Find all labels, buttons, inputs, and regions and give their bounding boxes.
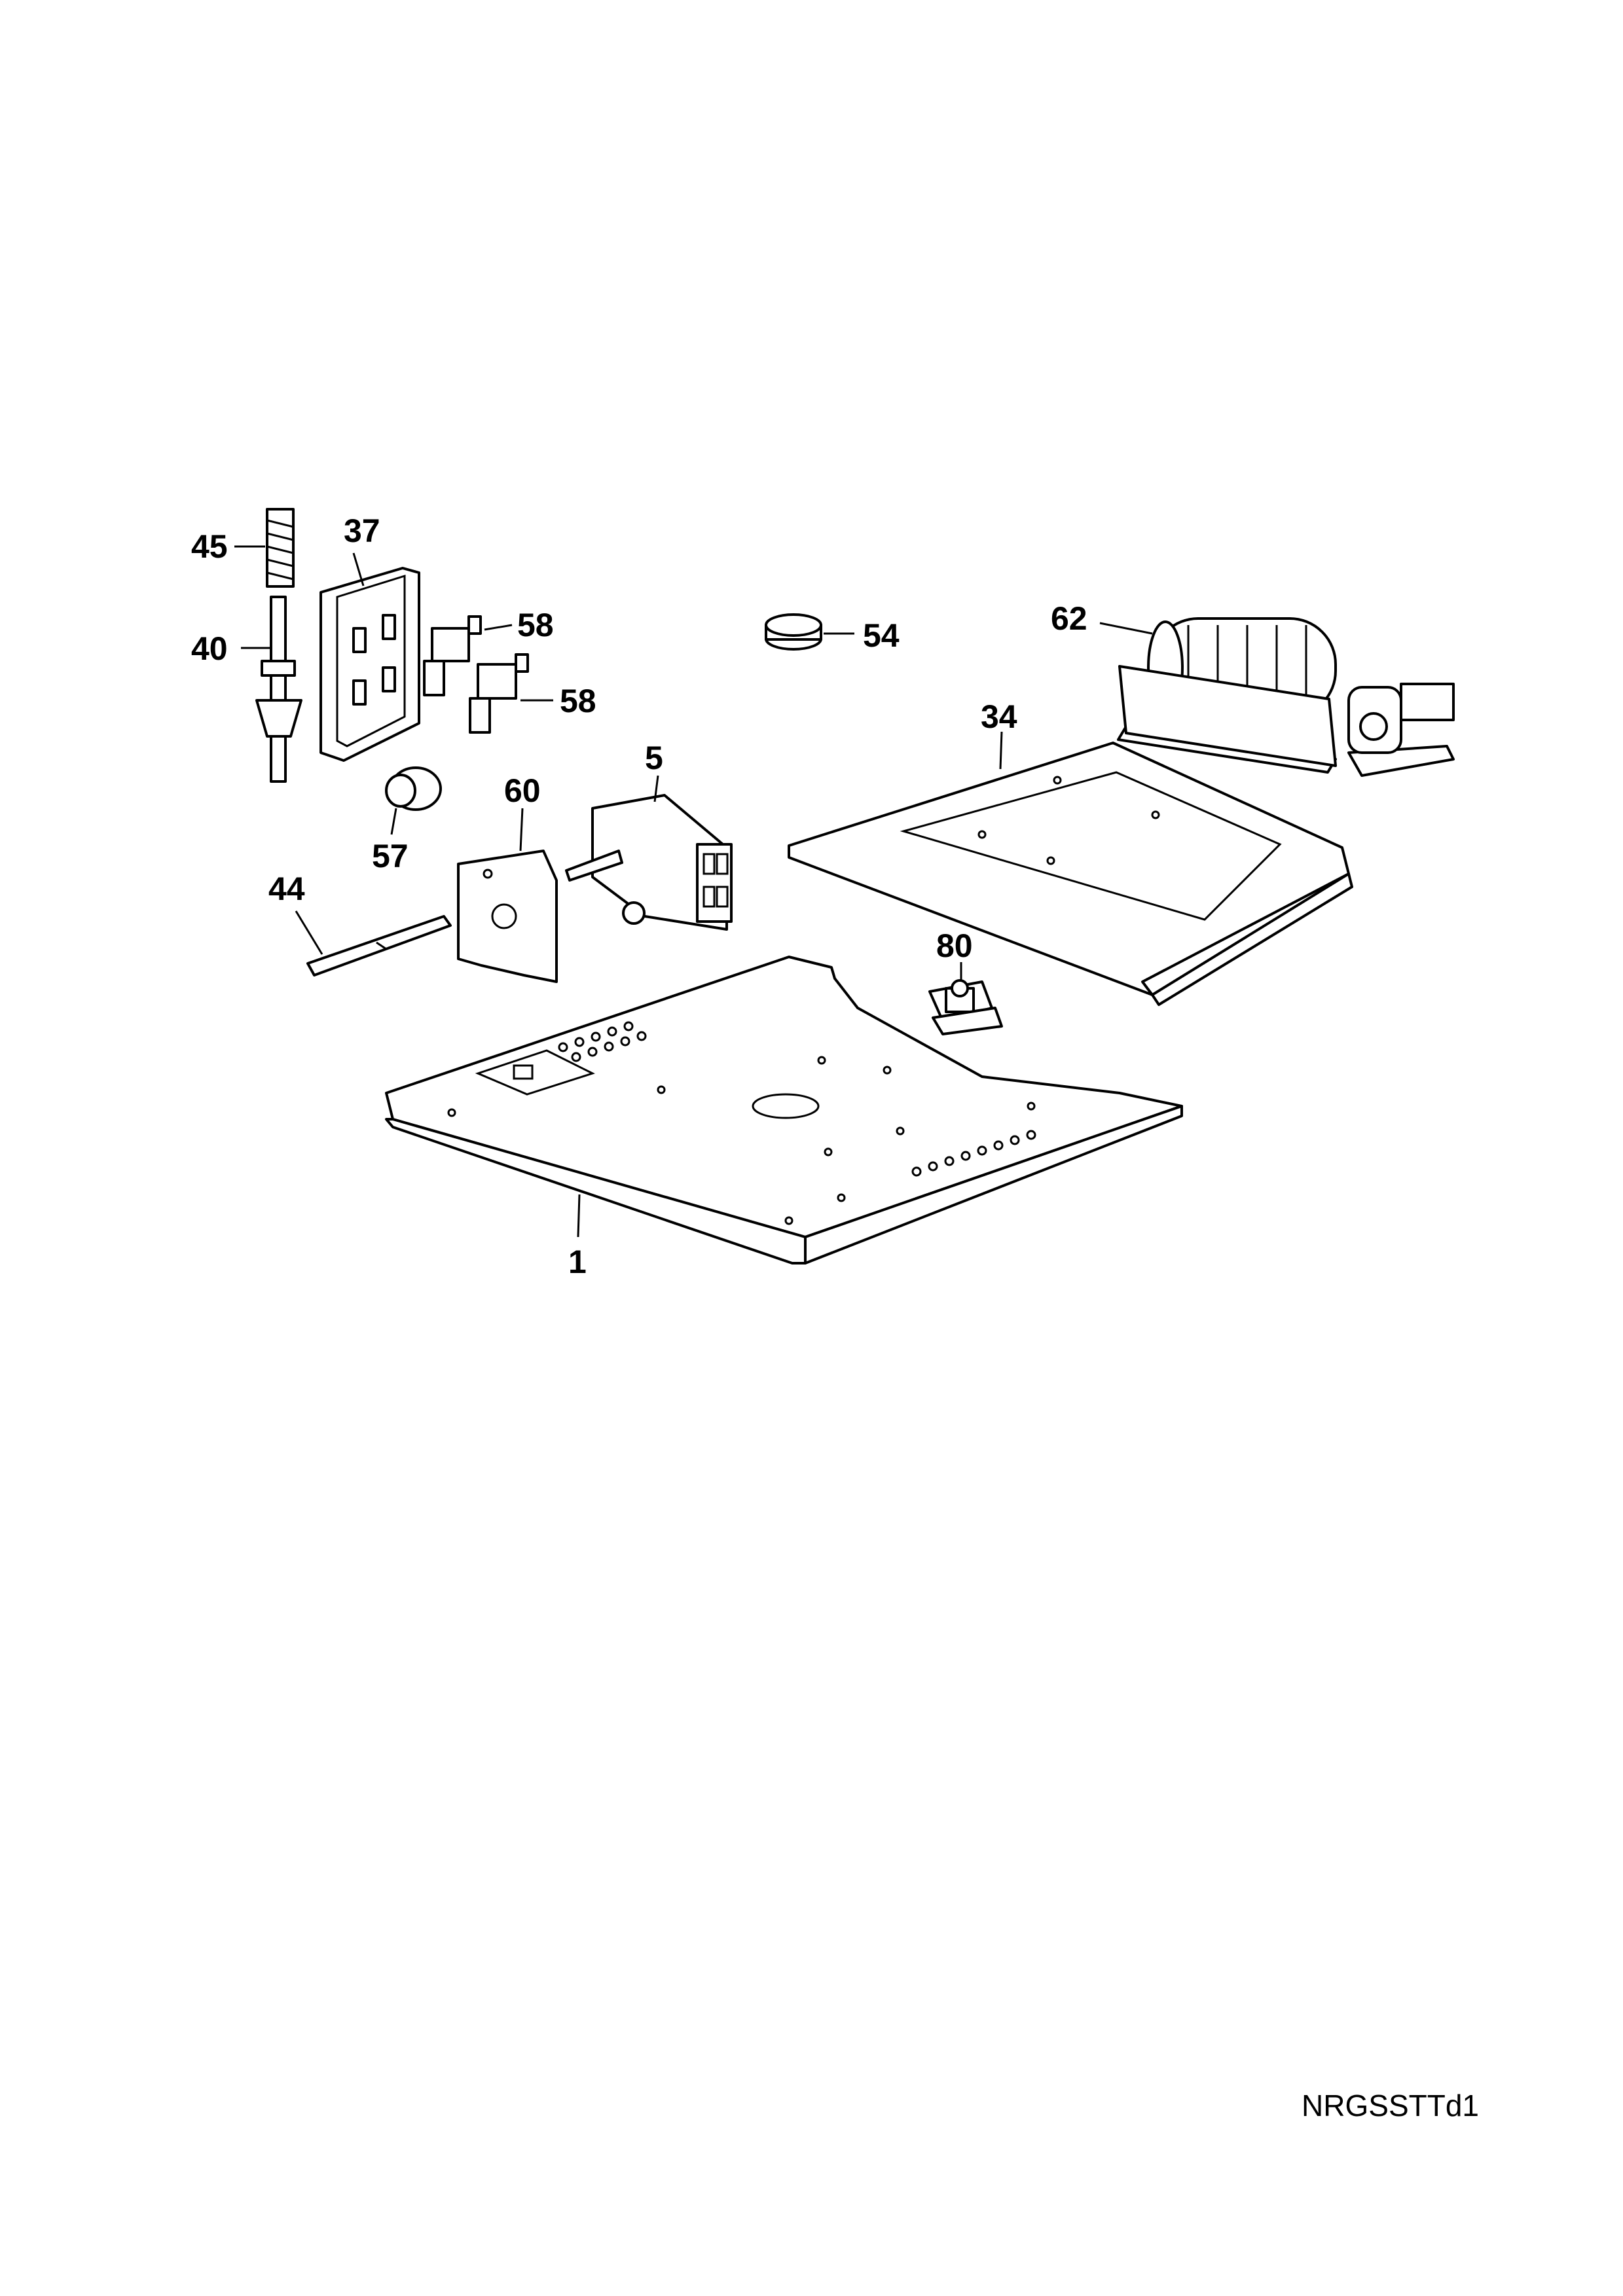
callout-44: 44 bbox=[268, 870, 305, 907]
callout-62: 62 bbox=[1051, 600, 1087, 637]
part-5-control-module bbox=[565, 775, 733, 931]
part-58-microswitch-upper bbox=[423, 615, 513, 696]
callout-57: 57 bbox=[372, 838, 409, 874]
callout-58-lower: 58 bbox=[560, 683, 596, 719]
callout-45: 45 bbox=[191, 528, 228, 565]
callout-5: 5 bbox=[645, 740, 663, 776]
part-40-lever-rod bbox=[241, 596, 302, 783]
part-34-cover-plate bbox=[788, 731, 1353, 1006]
callout-40: 40 bbox=[191, 630, 228, 667]
part-60-bracket-plate bbox=[457, 808, 558, 983]
part-58-microswitch-lower bbox=[469, 653, 553, 734]
part-62-tangential-fan bbox=[1099, 617, 1455, 777]
callout-54: 54 bbox=[863, 617, 900, 654]
callout-34: 34 bbox=[981, 698, 1017, 735]
part-44-shaft bbox=[295, 910, 452, 977]
part-45-spring bbox=[234, 508, 295, 588]
callout-60: 60 bbox=[504, 772, 541, 809]
part-37-switch-housing bbox=[319, 552, 420, 762]
part-1-base-plate bbox=[385, 956, 1183, 1265]
part-80-thermostat bbox=[928, 962, 1003, 1035]
callout-80: 80 bbox=[936, 927, 973, 964]
callout-58-upper: 58 bbox=[517, 607, 554, 643]
callout-37: 37 bbox=[344, 512, 380, 549]
part-54-filter-disc bbox=[765, 613, 854, 651]
part-57-knob bbox=[385, 766, 442, 835]
drawing-code-label: NRGSSTTd1 bbox=[1302, 2089, 1479, 2123]
callout-1: 1 bbox=[568, 1244, 587, 1280]
